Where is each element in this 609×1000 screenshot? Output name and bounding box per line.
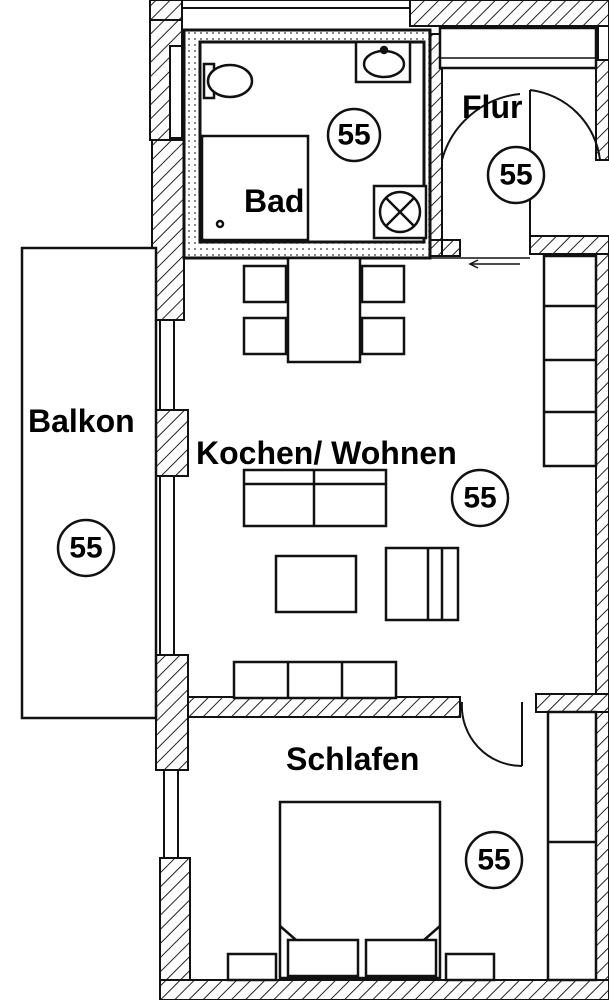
bedroom [226,710,598,982]
balcony: Balkon 55 [20,246,158,720]
bad-area-value: 55 [337,119,370,152]
coffee-table [274,554,358,614]
schlafen-area-value: 55 [477,844,510,877]
windows [159,0,609,859]
wall-right-1 [595,253,609,705]
wall-left-5 [159,857,191,1000]
flur-area-value: 55 [499,159,532,192]
wall-left-4 [155,654,189,771]
armchair [384,546,460,622]
window-left-living-2 [159,475,175,656]
schlafen-label: Schlafen [286,741,419,777]
kochen-wohnen-area-badge: 55 [450,468,510,528]
balkon-area-value: 55 [69,532,102,565]
wall-right-2 [595,711,609,981]
sideboard [232,660,398,700]
sliding-door-arrow-icon [384,257,530,269]
wall-top-left [149,0,183,21]
balkon-label: Balkon [28,403,135,439]
window-left-living-1 [159,319,175,411]
kochen-wohnen-label: Kochen/ Wohnen [196,435,457,471]
wardrobe [546,710,598,982]
schlafen-area-badge: 55 [464,830,524,890]
nightstand-right [444,952,496,982]
kochen-wohnen-area-value: 55 [463,482,496,515]
bad-label: Bad [244,183,304,219]
wall-left-2 [151,139,185,321]
window-left-bath [169,45,183,139]
bad-area-badge: 55 [326,107,382,163]
wall-left-3 [155,409,189,477]
nightstand-left [226,952,278,982]
wall-bottom [159,979,609,1000]
wall-hall-bottom-left [429,239,461,257]
dining-chair [242,264,288,304]
dining-chair [360,316,406,356]
hall-door-arc-left [441,93,521,256]
bathroom: Bad 55 [182,28,432,260]
pillow-right [364,938,438,978]
hall-wardrobe [438,26,598,70]
pillow-left [286,938,360,978]
dining-chair [360,264,406,304]
wall-mid-left [187,696,461,718]
window-left-bedroom [163,769,179,859]
kitchen-living [232,254,598,700]
dining-table [286,256,362,364]
bedroom-door-arc [460,701,523,768]
washing-machine-icon [372,184,428,240]
flur-area-badge: 55 [486,145,546,205]
wall-hall-bottom-right [529,235,609,255]
dining-chair [242,316,288,356]
toilet-icon [202,62,254,100]
window-top [181,0,411,9]
sink-icon [354,40,412,84]
shower-tray-icon [200,134,310,242]
balkon-area-badge: 55 [56,518,116,578]
window-right-bath [597,25,609,61]
balcony-outline [20,246,158,720]
hallway: Flur 55 [384,26,601,269]
wall-hall-right [595,59,609,161]
wall-top-right [409,0,609,27]
flur-label: Flur [462,89,522,125]
wall-mid-right [535,693,609,713]
